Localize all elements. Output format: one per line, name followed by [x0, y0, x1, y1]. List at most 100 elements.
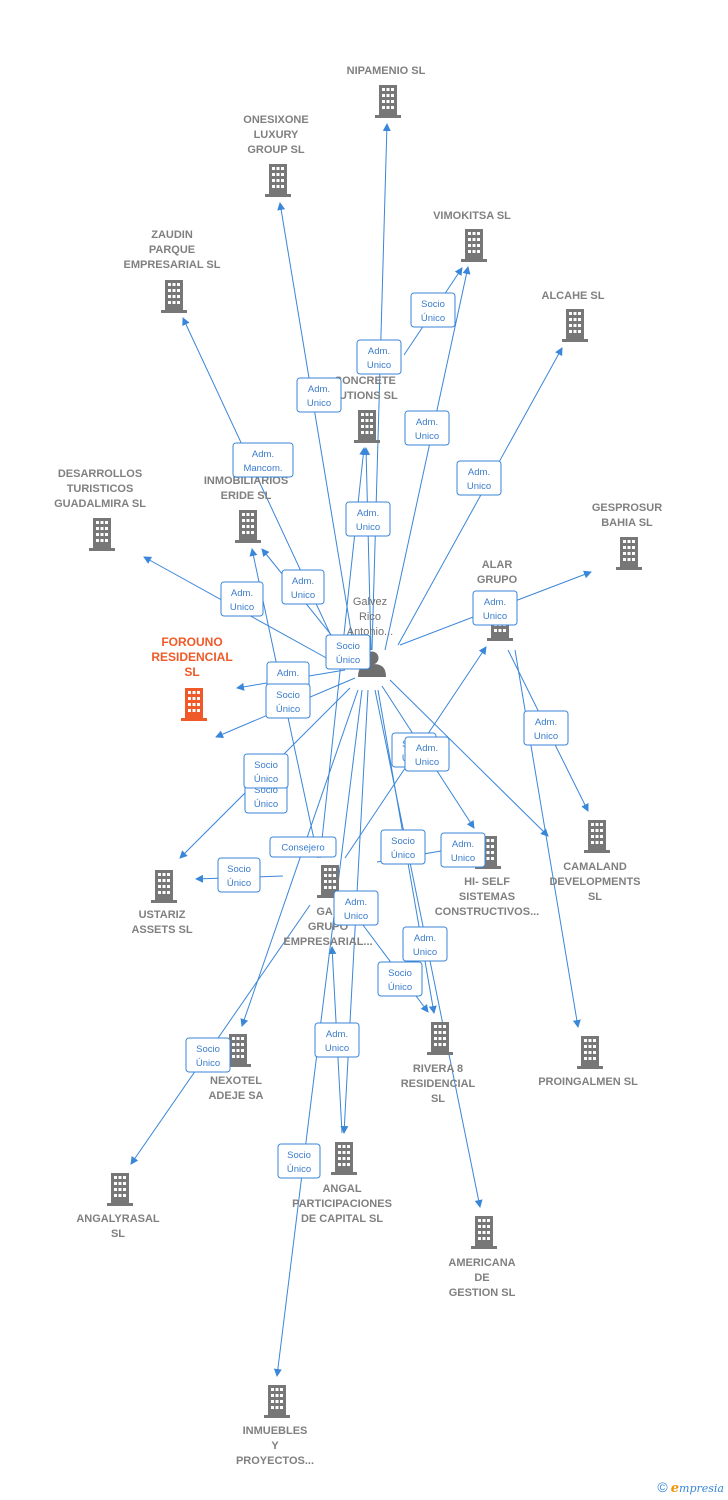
svg-text:Adm.Unico: Adm.Unico: [307, 384, 331, 409]
company-node-vimokitsa[interactable]: VIMOKITSA SL: [433, 210, 511, 262]
building-icon: [264, 1385, 290, 1418]
svg-text:Adm.Unico: Adm.Unico: [356, 508, 380, 533]
relation-tag: Adm.Unico: [523, 710, 569, 746]
relation-tag: Adm.Unico: [296, 377, 342, 413]
edge-person-to-onesixone: [277, 202, 356, 656]
building-icon: [427, 1022, 453, 1055]
svg-text:Adm.Mancom.: Adm.Mancom.: [243, 449, 282, 474]
company-label: VIMOKITSA SL: [433, 210, 511, 222]
svg-text:Adm.Unico: Adm.Unico: [415, 743, 439, 768]
svg-text:Adm.Unico: Adm.Unico: [415, 417, 439, 442]
building-icon: [616, 537, 642, 570]
relation-tag: Adm.Unico: [472, 590, 518, 626]
svg-text:Adm.Unico: Adm.Unico: [451, 839, 475, 864]
brand-logo-initial: e: [670, 1481, 680, 1496]
relation-tag: Adm.Unico: [345, 501, 391, 537]
brand-logo-text: mpresia: [679, 1482, 724, 1495]
company-node-nipamenio[interactable]: NIPAMENIO SL: [347, 65, 426, 118]
company-label: ALCAHE SL: [542, 290, 605, 302]
brand-footer[interactable]: © empresia: [657, 1479, 724, 1496]
building-icon: [562, 309, 588, 342]
relation-tag: Adm.Unico: [456, 460, 502, 496]
building-icon: [461, 229, 487, 262]
svg-text:Adm.Unico: Adm.Unico: [467, 467, 491, 492]
edge-person-to-nipamenio: [371, 123, 391, 651]
relation-tag: Consejero: [269, 836, 337, 858]
relation-tag: Adm.Unico: [404, 736, 450, 772]
edge-person-to-hiself: [389, 679, 549, 837]
building-icon: [375, 85, 401, 118]
relation-tag: Adm.Unico: [402, 926, 448, 962]
relation-tag: Adm.Unico: [314, 1022, 360, 1058]
building-icon: [181, 688, 207, 721]
edge-person-to-nexotel: [240, 689, 359, 1027]
svg-text:Adm.Unico: Adm.Unico: [483, 597, 507, 622]
building-icon: [235, 510, 261, 543]
company-node-proingalmen[interactable]: PROINGALMEN SL: [538, 1036, 638, 1088]
relation-tag: Adm.Unico: [281, 569, 325, 605]
edge-person-to-glconcrete: [362, 447, 372, 651]
company-node-alcahe[interactable]: ALCAHE SL: [542, 290, 605, 342]
edge-person-to-vimokitsa: [384, 266, 471, 651]
svg-text:Adm.Unico: Adm.Unico: [230, 588, 254, 613]
edge-galgrupo-to-angalyrasal: [130, 904, 311, 1165]
relation-tag: Adm.Mancom.: [232, 442, 294, 478]
relation-tag: Adm.Unico: [356, 339, 402, 375]
building-icon: [354, 410, 380, 443]
building-icon: [151, 870, 177, 903]
svg-text:Adm.Unico: Adm.Unico: [344, 897, 368, 922]
building-icon: [584, 820, 610, 853]
building-icon: [471, 1216, 497, 1249]
relation-tag: Adm.Unico: [404, 410, 450, 446]
building-icon: [577, 1036, 603, 1069]
copyright-icon: ©: [657, 1479, 668, 1495]
company-label: PROINGALMEN SL: [538, 1076, 638, 1088]
building-icon: [161, 280, 187, 313]
